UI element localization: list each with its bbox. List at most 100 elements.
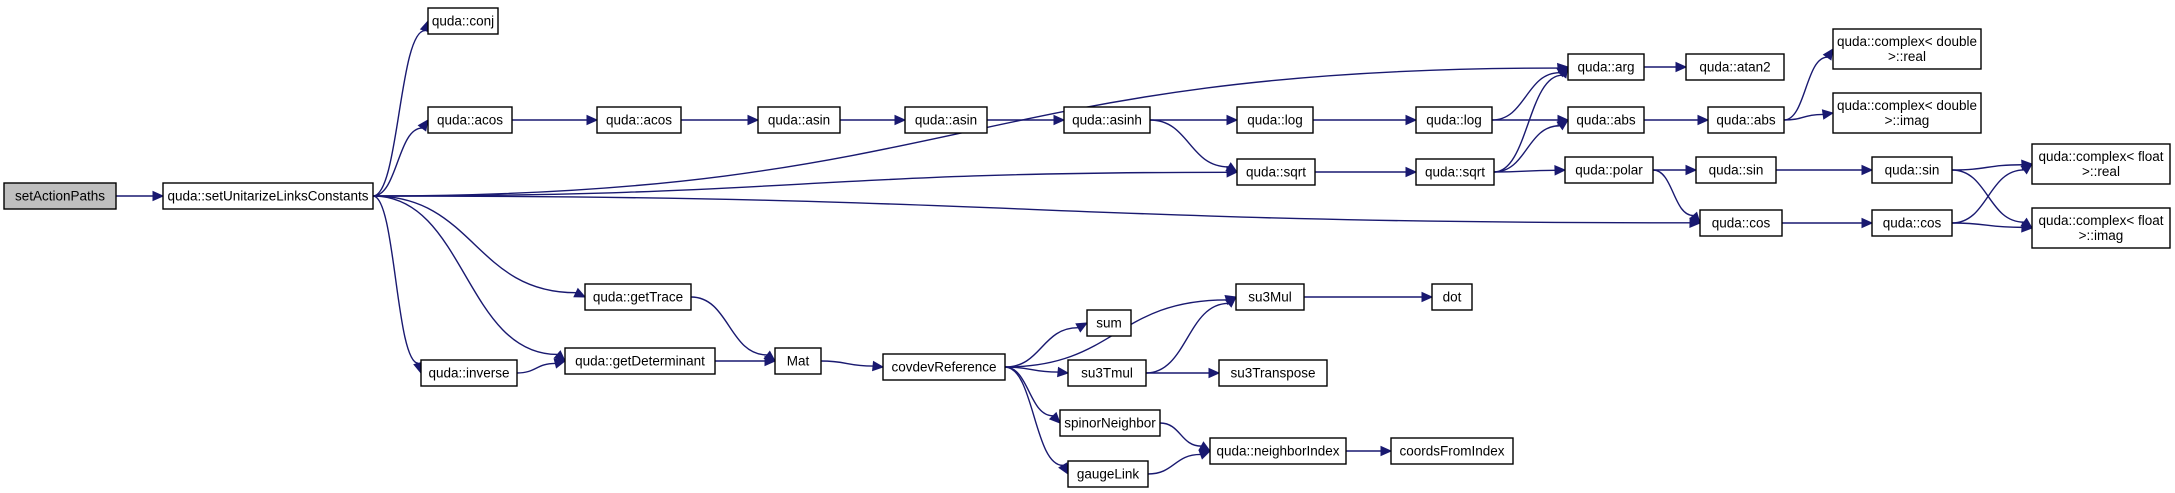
node-su3Tmul[interactable]: su3Tmul bbox=[1067, 359, 1147, 387]
edge-setUnitarize-to-getTrace bbox=[372, 195, 587, 298]
node-setUnitarize[interactable]: quda::setUnitarizeLinksConstants bbox=[162, 182, 374, 210]
node-cf_real[interactable]: quda::complex< float>::real bbox=[2031, 143, 2171, 185]
node-box bbox=[774, 347, 822, 375]
edge-asin2-to-asinh bbox=[987, 114, 1066, 126]
node-getDet[interactable]: quda::getDeterminant bbox=[564, 347, 716, 375]
edge-polar-to-sin1 bbox=[1653, 164, 1698, 176]
node-inverse[interactable]: quda::inverse bbox=[420, 359, 518, 387]
arrowhead bbox=[1557, 66, 1569, 79]
edge-Mat-to-covdev bbox=[820, 360, 885, 372]
edge-setUnitarize-to-inverse bbox=[372, 195, 424, 375]
node-sqrt1[interactable]: quda::sqrt bbox=[1236, 158, 1316, 186]
node-box bbox=[1086, 309, 1132, 337]
node-box bbox=[1567, 53, 1645, 81]
node-label: setActionPaths bbox=[15, 189, 105, 204]
node-box bbox=[2031, 143, 2171, 185]
node-getTrace[interactable]: quda::getTrace bbox=[584, 283, 692, 311]
arrowhead bbox=[1421, 291, 1434, 303]
node-label: gaugeLink bbox=[1077, 467, 1140, 482]
node-label: su3Mul bbox=[1248, 290, 1292, 305]
node-box bbox=[1431, 283, 1473, 311]
node-label: Mat bbox=[787, 354, 810, 369]
node-cf_imag[interactable]: quda::complex< float>::imag bbox=[2031, 207, 2171, 249]
edge-sqrt1-to-sqrt2 bbox=[1314, 166, 1418, 178]
node-Mat[interactable]: Mat bbox=[774, 347, 822, 375]
node-label: su3Transpose bbox=[1230, 366, 1315, 381]
node-su3Transpose[interactable]: su3Transpose bbox=[1218, 359, 1328, 387]
edge-arg-to-atan2 bbox=[1644, 61, 1688, 73]
node-asinh[interactable]: quda::asinh bbox=[1063, 106, 1151, 134]
node-box bbox=[564, 347, 716, 375]
arrowhead bbox=[1697, 114, 1710, 126]
node-box bbox=[596, 106, 682, 134]
node-label: quda::abs bbox=[1576, 113, 1636, 128]
node-box bbox=[1695, 156, 1777, 184]
node-spinorNeighbor[interactable]: spinorNeighbor bbox=[1059, 409, 1161, 437]
edge-gaugeLink-to-neighborIndex bbox=[1147, 449, 1212, 475]
node-polar[interactable]: quda::polar bbox=[1564, 156, 1654, 184]
node-acos1[interactable]: quda::acos bbox=[427, 106, 513, 134]
node-log2[interactable]: quda::log bbox=[1415, 106, 1493, 134]
node-acos2[interactable]: quda::acos bbox=[596, 106, 682, 134]
node-abs2[interactable]: quda::abs bbox=[1707, 106, 1785, 134]
node-box bbox=[904, 106, 988, 134]
node-box bbox=[757, 106, 841, 134]
edge-abs2-to-cd_real bbox=[1783, 47, 1834, 121]
arrowhead bbox=[1224, 296, 1237, 308]
node-sqrt2[interactable]: quda::sqrt bbox=[1415, 158, 1495, 186]
edge-setUnitarize-to-conj bbox=[372, 19, 430, 197]
node-label: quda::atan2 bbox=[1699, 60, 1770, 75]
edge-sin2-to-cf_imag bbox=[1951, 169, 2033, 229]
node-coordsFromIndex[interactable]: coordsFromIndex bbox=[1390, 437, 1514, 465]
node-box bbox=[1415, 158, 1495, 186]
edge-setUnitarize-to-cos1 bbox=[372, 195, 1702, 229]
node-cos1[interactable]: quda::cos bbox=[1699, 209, 1783, 237]
node-box bbox=[1209, 437, 1347, 465]
node-box bbox=[1236, 158, 1316, 186]
node-cd_real[interactable]: quda::complex< double>::real bbox=[1832, 28, 1982, 70]
node-gaugeLink[interactable]: gaugeLink bbox=[1067, 460, 1149, 488]
node-conj[interactable]: quda::conj bbox=[427, 7, 499, 35]
edge-su3Mul-to-dot bbox=[1304, 291, 1434, 303]
node-box bbox=[1564, 156, 1654, 184]
node-neighborIndex[interactable]: quda::neighborIndex bbox=[1209, 437, 1347, 465]
edge-asin1-to-asin2 bbox=[840, 114, 907, 126]
edge-neighborIndex-to-coordsFromIndex bbox=[1345, 445, 1393, 457]
node-label: quda::getDeterminant bbox=[575, 354, 705, 369]
arrowhead bbox=[152, 190, 165, 202]
node-label: quda::cos bbox=[1712, 216, 1771, 231]
arrowhead bbox=[1554, 165, 1567, 176]
node-log1[interactable]: quda::log bbox=[1236, 106, 1314, 134]
node-asin1[interactable]: quda::asin bbox=[757, 106, 841, 134]
node-covdev[interactable]: covdevReference bbox=[882, 353, 1006, 381]
node-sin2[interactable]: quda::sin bbox=[1871, 156, 1953, 184]
node-sin1[interactable]: quda::sin bbox=[1695, 156, 1777, 184]
node-box bbox=[3, 182, 117, 210]
edge-asinh-to-log1 bbox=[1150, 114, 1239, 126]
node-cos2[interactable]: quda::cos bbox=[1871, 209, 1953, 237]
node-setActionPaths[interactable]: setActionPaths bbox=[3, 182, 117, 210]
edge-covdev-to-spinorNeighbor bbox=[1004, 366, 1061, 424]
node-label: quda::complex< float bbox=[2039, 213, 2164, 228]
node-box bbox=[1699, 209, 1783, 237]
node-label: quda::asinh bbox=[1072, 113, 1142, 128]
node-asin2[interactable]: quda::asin bbox=[904, 106, 988, 134]
node-box bbox=[1415, 106, 1493, 134]
node-dot[interactable]: dot bbox=[1431, 283, 1473, 311]
node-label: covdevReference bbox=[891, 360, 996, 375]
edge-setUnitarize-to-acos1 bbox=[372, 119, 429, 197]
arrowhead bbox=[747, 114, 760, 126]
node-arg[interactable]: quda::arg bbox=[1567, 53, 1645, 81]
edge-inverse-to-getDet bbox=[516, 358, 567, 374]
edge-su3Tmul-to-su3Mul bbox=[1145, 296, 1237, 374]
edge-sin2-to-cf_real bbox=[1951, 159, 2034, 171]
node-su3Mul[interactable]: su3Mul bbox=[1235, 283, 1305, 311]
node-cd_imag[interactable]: quda::complex< double>::imag bbox=[1832, 92, 1982, 134]
arrowhead bbox=[1689, 211, 1701, 224]
node-atan2[interactable]: quda::atan2 bbox=[1685, 53, 1785, 81]
node-box bbox=[1685, 53, 1785, 81]
arrowhead bbox=[2021, 222, 2034, 233]
node-abs1[interactable]: quda::abs bbox=[1567, 106, 1645, 134]
node-sum[interactable]: sum bbox=[1086, 309, 1132, 337]
edge-acos1-to-acos2 bbox=[512, 114, 599, 126]
